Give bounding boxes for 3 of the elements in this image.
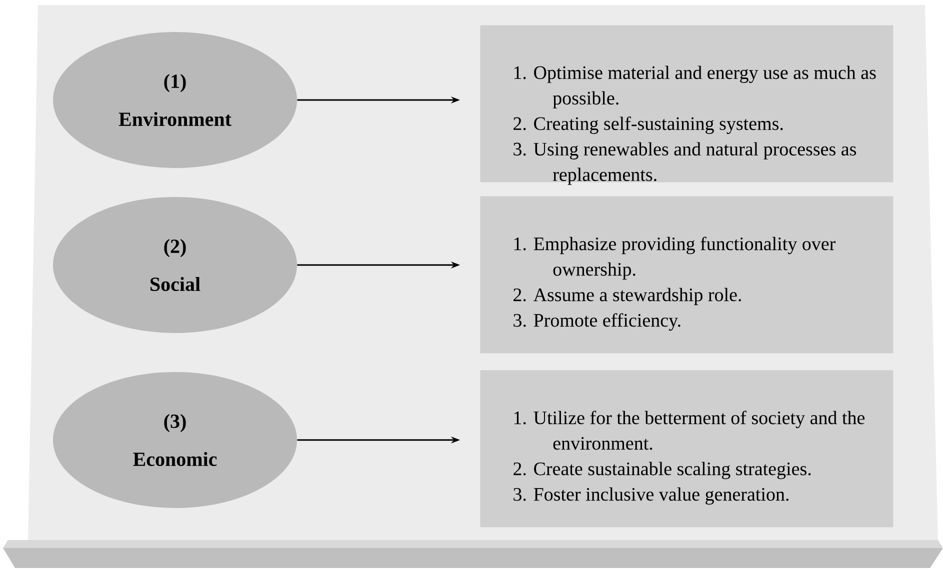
text-box: 1. Optimise material and energy use as much as possible. 2. Creating self-sustaining systems. 3. Using renewables and natural processes as replacements.: [480, 25, 894, 185]
text-box: 1. Utilize for the betterment of society and the environment. 2. Create sustainable scaling strategies. 3. Foster inclusive value generation.: [480, 370, 894, 528]
text-box: 1. Emphasize providing functionality over ownership. 2. Assume a stewardship role. 3. Promote efficiency.: [480, 196, 894, 354]
